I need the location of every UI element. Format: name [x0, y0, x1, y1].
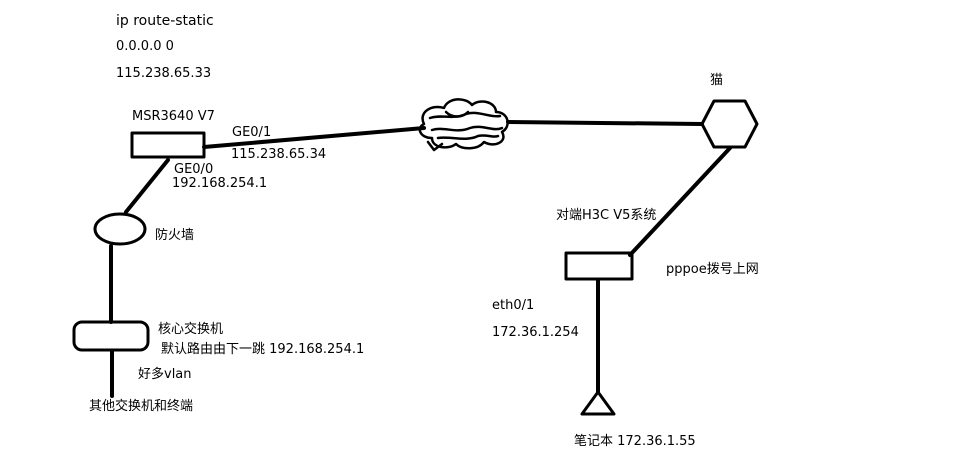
link-router-to-firewall — [124, 158, 170, 214]
router-ge00-ip: 192.168.254.1 — [172, 176, 268, 191]
static-route-destination: 0.0.0.0 0 — [116, 39, 174, 54]
modem-label: 猫 — [710, 73, 724, 88]
router-model-label: MSR3640 V7 — [132, 109, 215, 124]
peer-router-label: 对端H3C V5系统 — [556, 208, 657, 223]
laptop-device — [580, 390, 616, 416]
internet-cloud-icon — [418, 98, 509, 152]
core-switch-default-route: 默认路由由下一跳 192.168.254.1 — [161, 342, 365, 357]
access-devices-label: 其他交换机和终端 — [89, 399, 194, 414]
core-switch-device — [72, 320, 150, 352]
router-ge01-ip: 115.238.65.34 — [231, 147, 327, 162]
link-router-to-internet — [202, 126, 426, 149]
static-route-next-hop: 115.238.65.33 — [116, 66, 212, 81]
pppoe-label: pppoe拨号上网 — [666, 262, 759, 277]
peer-eth01-ip: 172.36.1.254 — [492, 325, 579, 340]
modem-device — [700, 99, 759, 149]
laptop-label: 笔记本 172.36.1.55 — [574, 434, 696, 449]
router-ge01-name: GE0/1 — [232, 125, 272, 140]
core-switch-vlans: 好多vlan — [138, 367, 192, 382]
router-ge00-name: GE0/0 — [174, 162, 214, 177]
link-modem-to-peer — [628, 146, 732, 257]
firewall-label: 防火墙 — [155, 228, 195, 243]
core-switch-label: 核心交换机 — [158, 322, 224, 337]
firewall-device — [93, 212, 147, 246]
router-device — [130, 131, 206, 159]
link-internet-to-modem — [506, 120, 704, 126]
peer-router-device — [564, 251, 634, 281]
peer-eth01-name: eth0/1 — [492, 298, 535, 313]
static-route-command: ip route-static — [116, 13, 214, 29]
